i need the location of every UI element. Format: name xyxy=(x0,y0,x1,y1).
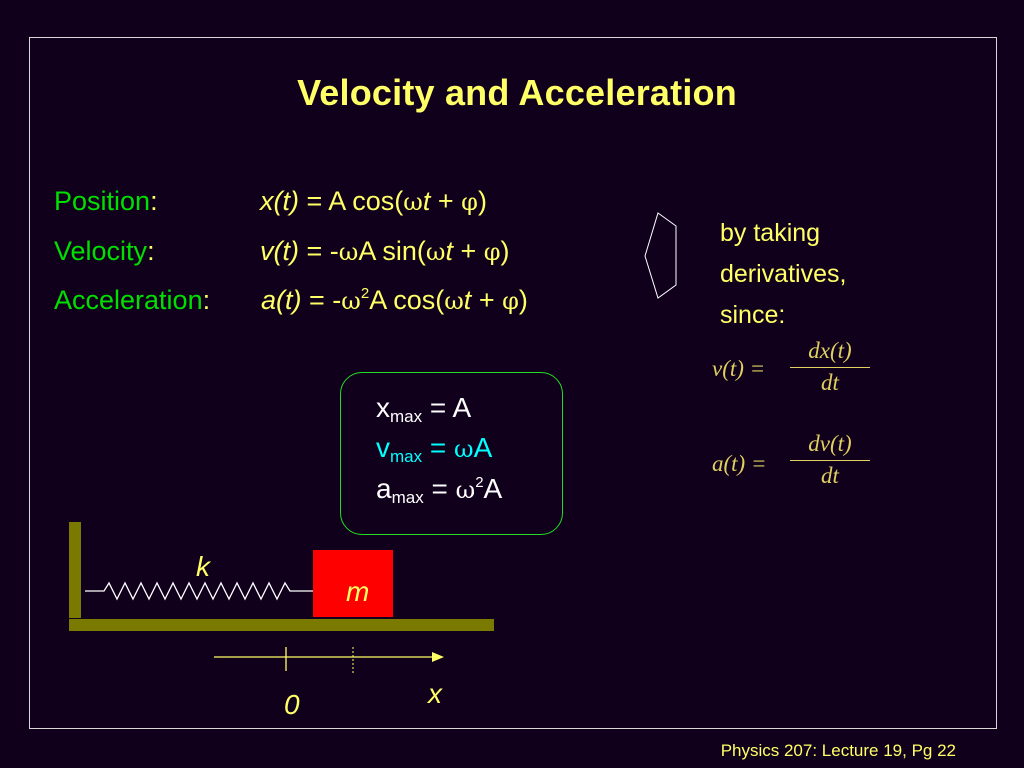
position-formula: x(t) = A cos(ωt + φ) xyxy=(260,186,487,216)
position-equation: Position: x(t) = A cos(ωt + φ) xyxy=(54,184,487,218)
acceleration-derivative-fraction: dv(t)dt xyxy=(790,431,870,489)
v-max: vmax = ωA xyxy=(376,432,493,466)
floor xyxy=(69,619,494,631)
acceleration-derivative-lhs: a(t) = xyxy=(712,451,767,476)
acceleration-equation: Acceleration: a(t) = -ω2A cos(ωt + φ) xyxy=(54,283,528,317)
slide-frame xyxy=(29,37,997,729)
wall xyxy=(69,522,81,618)
derivative-note: by taking derivatives, since: xyxy=(720,219,847,329)
velocity-formula: v(t) = -ωA sin(ωt + φ) xyxy=(260,236,510,266)
spring xyxy=(85,581,313,601)
x-axis-arrowhead-icon xyxy=(432,652,444,662)
a-max: amax = ω2A xyxy=(376,473,503,507)
velocity-derivative-fraction: dx(t)dt xyxy=(790,338,870,396)
position-label: Position xyxy=(54,186,151,216)
velocity-derivative-lhs: v(t) = xyxy=(712,356,766,381)
velocity-equation: Velocity: v(t) = -ωA sin(ωt + φ) xyxy=(54,234,510,268)
mass-block xyxy=(313,550,393,617)
velocity-label: Velocity xyxy=(54,236,148,266)
origin-label: 0 xyxy=(284,689,300,720)
mass-label: m xyxy=(346,576,370,607)
acceleration-formula: a(t) = -ω2A cos(ωt + φ) xyxy=(261,285,528,315)
max-values-box xyxy=(340,372,563,535)
spring-label: k xyxy=(196,551,210,582)
x-max: xmax = A xyxy=(376,392,472,426)
axis-label: x xyxy=(428,678,442,709)
slide-footer: Physics 207: Lecture 19, Pg 22 xyxy=(720,741,956,760)
slide-title: Velocity and Acceleration xyxy=(297,72,737,113)
acceleration-label: Acceleration xyxy=(54,285,203,315)
chevron-arrow-icon xyxy=(644,212,677,299)
